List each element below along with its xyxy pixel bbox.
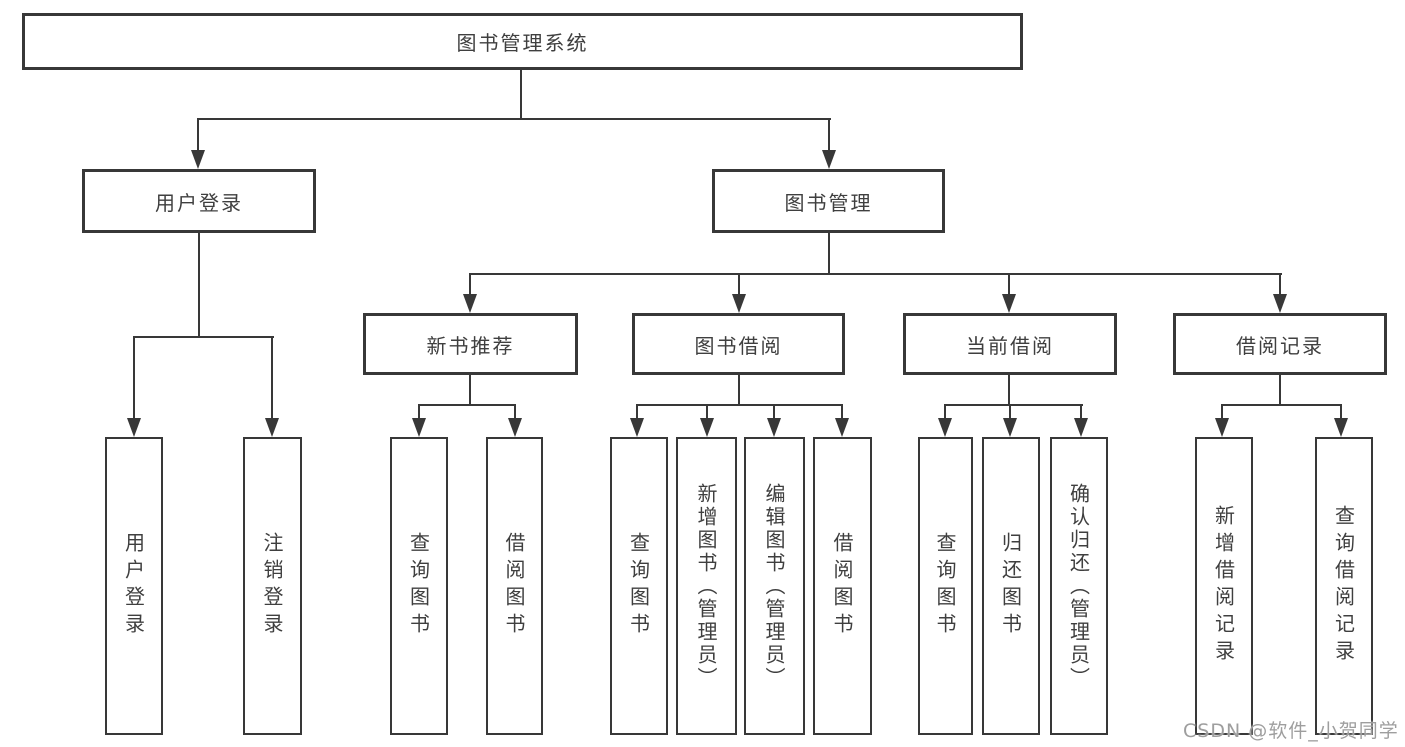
node-book-management: 图书管理 — [712, 169, 945, 233]
connector-line — [469, 273, 1282, 275]
connector-line — [1340, 406, 1342, 419]
leaf-query-books-recommend: 查询图书 — [390, 437, 448, 735]
connector-line — [1279, 375, 1281, 406]
arrowhead-down-icon — [1002, 294, 1016, 313]
leaf-query-books-current: 查询图书 — [918, 437, 973, 735]
arrowhead-down-icon — [767, 418, 781, 437]
connector-line — [944, 406, 946, 419]
node-label: 新书推荐 — [426, 333, 515, 358]
connector-line — [514, 406, 516, 419]
arrowhead-down-icon — [127, 418, 141, 437]
arrowhead-down-icon — [1273, 294, 1287, 313]
leaf-label: 查询图书 — [626, 532, 651, 640]
leaf-label: 查询借阅记录 — [1331, 505, 1356, 667]
connector-line — [133, 336, 274, 338]
leaf-label: 编辑图书（管理员） — [762, 482, 786, 690]
arrowhead-down-icon — [630, 418, 644, 437]
leaf-borrow-books-recommend: 借阅图书 — [486, 437, 543, 735]
leaf-confirm-return-admin: 确认归还（管理员） — [1050, 437, 1108, 735]
connector-line — [636, 404, 843, 406]
arrowhead-down-icon — [835, 418, 849, 437]
leaf-return-books: 归还图书 — [982, 437, 1040, 735]
leaf-add-borrow-record: 新增借阅记录 — [1195, 437, 1253, 735]
node-label: 图书管理系统 — [456, 31, 589, 55]
connector-line — [197, 118, 831, 120]
arrowhead-down-icon — [938, 418, 952, 437]
leaf-user-login: 用户登录 — [105, 437, 163, 735]
leaf-label: 归还图书 — [998, 532, 1023, 640]
node-label: 当前借阅 — [966, 333, 1054, 358]
node-label: 图书借阅 — [694, 333, 783, 358]
connector-line — [469, 375, 471, 406]
connector-line — [828, 118, 830, 151]
leaf-label: 查询图书 — [933, 532, 957, 640]
leaf-edit-books-admin: 编辑图书（管理员） — [744, 437, 805, 735]
connector-line — [469, 275, 471, 295]
connector-line — [944, 404, 1083, 406]
connector-line — [1221, 406, 1223, 419]
connector-line — [1279, 275, 1281, 295]
csdn-watermark: CSDN @软件_小贺同学 — [1183, 720, 1399, 742]
arrowhead-down-icon — [508, 418, 522, 437]
connector-line — [738, 275, 740, 295]
connector-line — [418, 406, 420, 419]
node-current-borrowing: 当前借阅 — [903, 313, 1117, 375]
leaf-query-books-borrowing: 查询图书 — [610, 437, 668, 735]
connector-line — [1221, 404, 1342, 406]
arrowhead-down-icon — [191, 150, 205, 169]
node-user-login: 用户登录 — [82, 169, 316, 233]
leaf-add-books-admin: 新增图书（管理员） — [676, 437, 737, 735]
connector-line — [418, 404, 516, 406]
arrowhead-down-icon — [822, 150, 836, 169]
connector-line — [1008, 275, 1010, 295]
arrowhead-down-icon — [1215, 418, 1229, 437]
node-label: 用户登录 — [155, 190, 243, 215]
arrowhead-down-icon — [732, 294, 746, 313]
leaf-label: 确认归还（管理员） — [1066, 482, 1091, 690]
connector-line — [828, 233, 830, 275]
leaf-label: 新增借阅记录 — [1211, 505, 1236, 667]
leaf-label: 新增图书（管理员） — [694, 482, 718, 690]
arrowhead-down-icon — [700, 418, 714, 437]
connector-line — [841, 406, 843, 419]
node-book-borrowing: 图书借阅 — [632, 313, 845, 375]
connector-line — [133, 338, 135, 418]
connector-line — [1008, 375, 1010, 406]
node-library-system-root: 图书管理系统 — [22, 13, 1023, 70]
node-label: 借阅记录 — [1236, 333, 1324, 358]
leaf-label: 注销登录 — [260, 532, 284, 640]
connector-line — [197, 118, 199, 151]
connector-line — [271, 338, 273, 418]
leaf-logout-login: 注销登录 — [243, 437, 302, 735]
arrowhead-down-icon — [265, 418, 279, 437]
connector-line — [738, 375, 740, 406]
arrowhead-down-icon — [1074, 418, 1088, 437]
leaf-label: 查询图书 — [406, 532, 431, 640]
arrowhead-down-icon — [1003, 418, 1017, 437]
connector-line — [1009, 406, 1011, 419]
leaf-query-borrow-record: 查询借阅记录 — [1315, 437, 1373, 735]
node-label: 图书管理 — [784, 190, 873, 215]
node-borrow-records: 借阅记录 — [1173, 313, 1387, 375]
connector-line — [198, 233, 200, 338]
leaf-label: 借阅图书 — [830, 532, 854, 640]
connector-line — [520, 70, 522, 120]
connector-line — [773, 406, 775, 419]
connector-line — [636, 406, 638, 419]
connector-line — [706, 406, 708, 419]
leaf-label: 用户登录 — [121, 532, 146, 640]
arrowhead-down-icon — [412, 418, 426, 437]
arrowhead-down-icon — [1334, 418, 1348, 437]
node-new-book-recommend: 新书推荐 — [363, 313, 578, 375]
connector-line — [1080, 406, 1082, 419]
leaf-label: 借阅图书 — [502, 532, 526, 640]
arrowhead-down-icon — [463, 294, 477, 313]
leaf-borrow-books: 借阅图书 — [813, 437, 872, 735]
